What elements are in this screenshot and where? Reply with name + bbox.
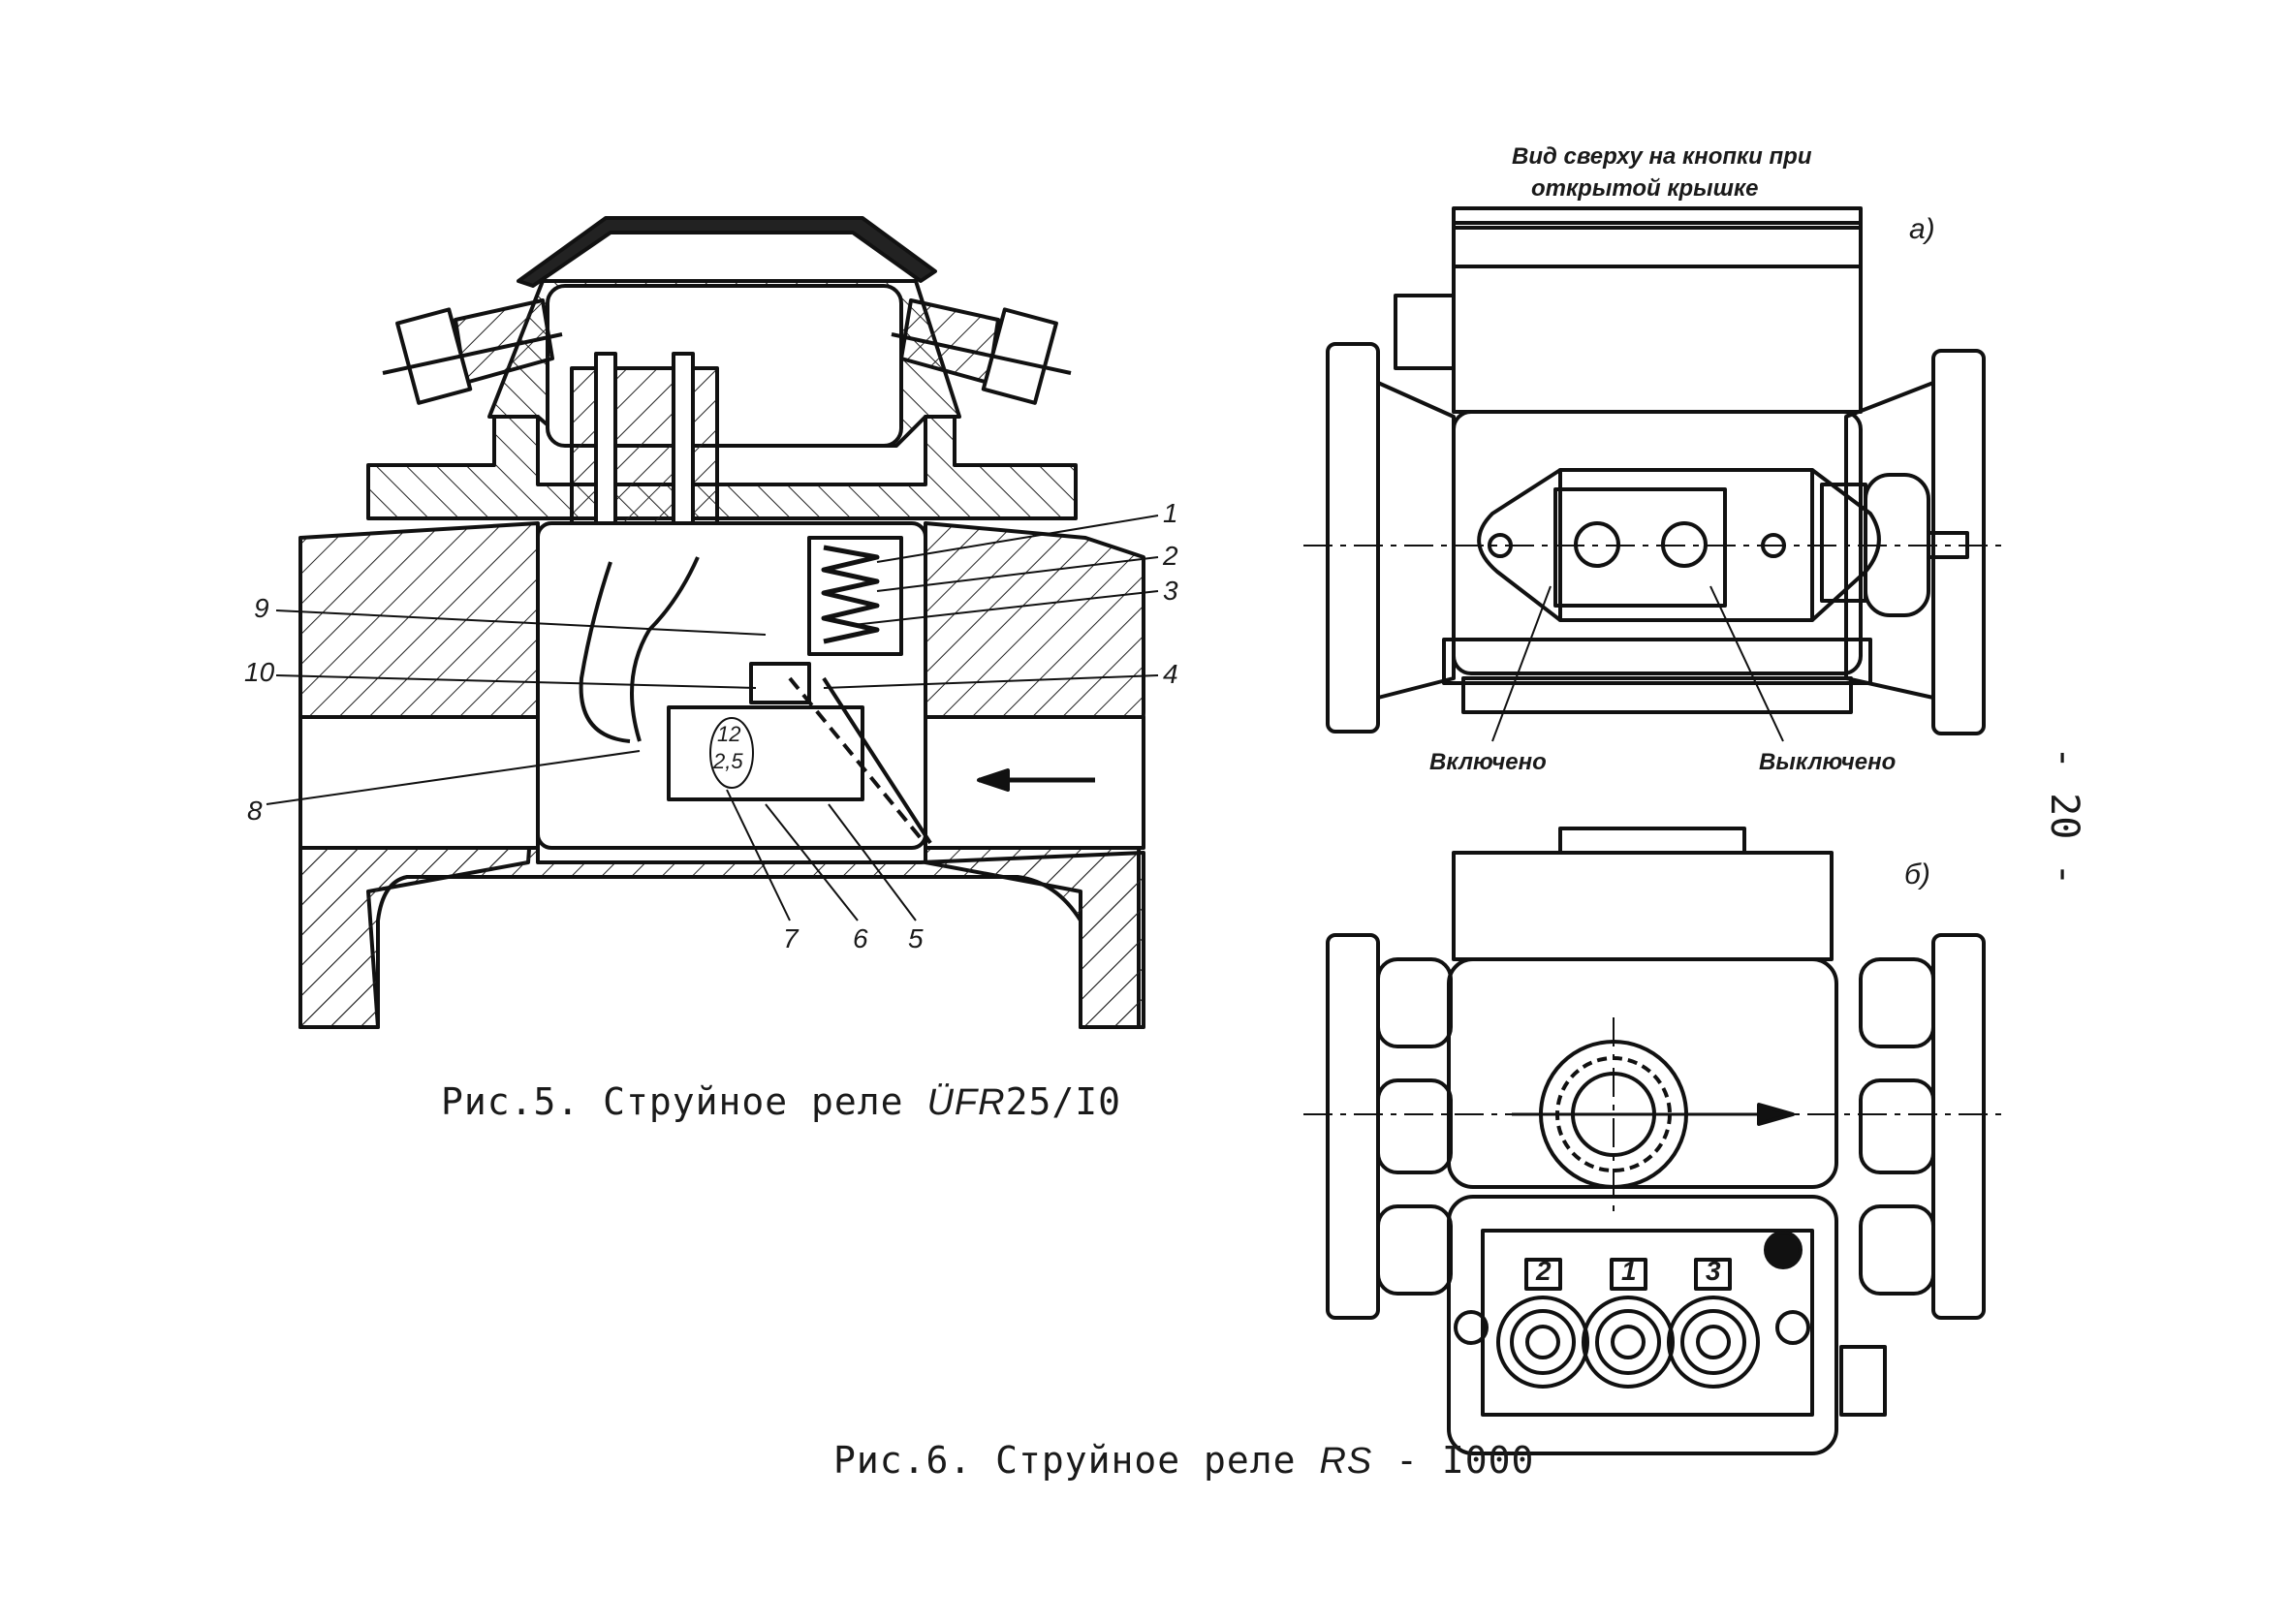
figure5-drawing <box>266 216 1159 1029</box>
fig5-callout-1: 1 <box>1163 498 1178 528</box>
fig6b-terminal-label-1: 1 <box>1621 1256 1637 1286</box>
fig5-plate-text-1: 12 <box>717 722 741 746</box>
fig5-gland-right <box>891 298 1072 405</box>
fig5-callout-3: 3 <box>1163 576 1178 606</box>
fig6b-terminal-3 <box>1667 1296 1760 1389</box>
fig6a-switch-face <box>1553 487 1727 608</box>
fig6b-terminal-label-3: 3 <box>1706 1256 1721 1286</box>
fig6b-flange-right <box>1931 933 1986 1320</box>
fig6b-top-cap <box>1452 851 1834 961</box>
fig5-callout-5: 5 <box>908 923 924 953</box>
figure5-caption: Рис.5. Струйное реле ÜFR25/I0 <box>441 1083 1121 1121</box>
fig5-callout-8: 8 <box>247 796 263 826</box>
fig6a-on-label: Включено <box>1429 749 1547 775</box>
fig5-body-bottom <box>298 846 1145 1029</box>
fig6a-gland <box>1394 294 1456 370</box>
fig6a-top-box <box>1452 221 1863 414</box>
fig6b-terminal-2 <box>1496 1296 1589 1389</box>
fig6b-view-label: б) <box>1904 859 1930 890</box>
fig5-microswitch <box>667 705 864 801</box>
fig6b-main-body <box>1447 957 1838 1189</box>
fig6a-view-label: а) <box>1909 213 1935 245</box>
fig6b-terminal-1 <box>1582 1296 1675 1389</box>
fig5-switch-lever-block <box>749 662 811 704</box>
fig6a-flange-left <box>1326 342 1380 734</box>
fig6a-note-line1: Вид сверху на кнопки при <box>1512 143 1812 170</box>
fig5-plate-text-2: 2,5 <box>713 749 743 773</box>
fig6a-note-line2: открытой крышке <box>1531 175 1759 202</box>
fig5-wire-2 <box>630 556 700 742</box>
fig5-callout-2: 2 <box>1163 541 1178 571</box>
figure5-caption-suffix: 25/I0 <box>1005 1080 1121 1123</box>
fig6b-terminal-panel <box>1447 1195 1838 1455</box>
fig5-gland-left <box>382 298 563 405</box>
figure6a-drawing <box>1303 206 2001 742</box>
fig5-callout-4: 4 <box>1163 659 1178 689</box>
fig5-wire-1 <box>579 561 631 743</box>
fig5-terminal-block <box>570 366 719 535</box>
figure6-caption-prefix: Рис.6. Струйное реле <box>833 1439 1297 1482</box>
fig5-leaders <box>266 515 1159 921</box>
fig5-flow-channel-right <box>924 715 1145 850</box>
figure6b-drawing <box>1303 827 2001 1455</box>
fig5-callout-10: 10 <box>244 657 275 687</box>
figure5-caption-prefix: Рис.5. Струйное реле <box>441 1080 904 1123</box>
fig6a-flange-right <box>1931 349 1986 735</box>
fig6a-main-body <box>1452 410 1863 675</box>
fig5-callout-9: 9 <box>254 593 269 623</box>
fig5-plate-oval <box>709 717 754 789</box>
fig6b-indicator <box>1764 1231 1803 1269</box>
fig5-callout-6: 6 <box>853 923 868 953</box>
fig5-callout-7: 7 <box>783 923 799 953</box>
fig5-spring <box>821 545 880 644</box>
figure6-caption: Рис.6. Струйное реле RS - I000 <box>833 1442 1534 1480</box>
fig6b-cable-gland <box>1839 1345 1887 1417</box>
page-number: - 20 - <box>2042 746 2086 887</box>
fig5-cover <box>517 216 937 288</box>
fig6a-off-label: Выключено <box>1759 749 1897 775</box>
figure6-caption-model: RS <box>1319 1441 1373 1482</box>
fig6b-flange-left <box>1326 933 1380 1320</box>
fig6b-terminal-label-2: 2 <box>1536 1256 1552 1286</box>
figure6-caption-suffix: - I000 <box>1395 1439 1535 1482</box>
figure5-caption-model: ÜFR <box>926 1082 1006 1123</box>
